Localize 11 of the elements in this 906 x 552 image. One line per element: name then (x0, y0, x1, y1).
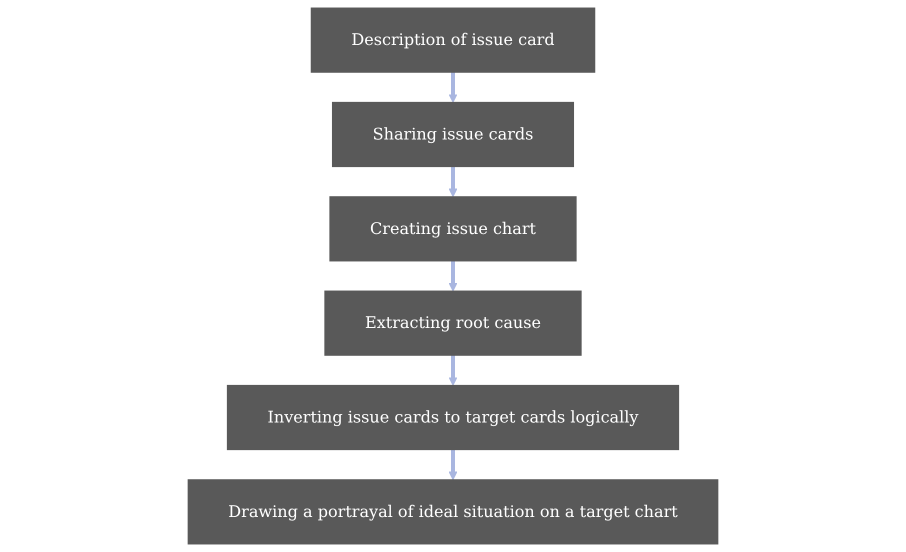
arrow (448, 260, 458, 292)
node-box: Creating issue chart (329, 196, 577, 262)
arrow (448, 72, 458, 103)
node-box: Inverting issue cards to target cards logically (226, 384, 680, 450)
node-box: Drawing a portrayal of ideal situation on a target chart (188, 479, 718, 544)
node-box: Extracting root cause (324, 290, 582, 356)
node-box: Sharing issue cards (332, 102, 574, 168)
arrow (448, 450, 458, 480)
node-box: Description of issue card (310, 8, 596, 73)
arrow (448, 166, 458, 198)
arrow (448, 355, 458, 386)
